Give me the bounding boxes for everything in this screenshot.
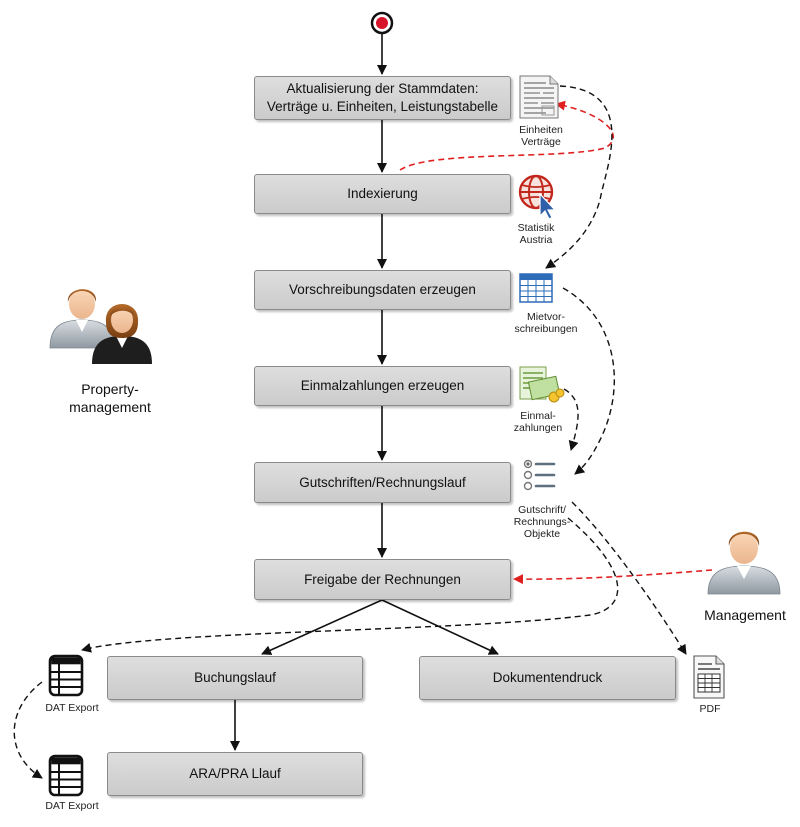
process-label: Einmalzahlungen erzeugen — [300, 378, 465, 393]
artifact-label-dat-export-2: DAT Export — [45, 800, 99, 812]
process-label: Buchungslauf — [194, 670, 276, 685]
artifact-label-mietvor: Mietvor- schreibungen — [514, 311, 578, 335]
contract-document-icon — [519, 75, 559, 119]
spreadsheet-icon — [519, 273, 553, 303]
data-links — [13, 85, 687, 779]
process-indexierung[interactable]: Indexierung — [254, 174, 511, 214]
process-buchungslauf[interactable]: Buchungslauf — [107, 656, 363, 700]
payment-documents-icon — [519, 366, 565, 403]
link-dat-to-dat — [13, 681, 43, 779]
process-gutschriften[interactable]: Gutschriften/Rechnungslauf — [254, 462, 511, 503]
process-label: Indexierung — [347, 186, 418, 201]
artifact-label-einmal: Einmal- zahlungen — [513, 410, 563, 434]
process-dokumentendruck[interactable]: Dokumentendruck — [419, 656, 676, 700]
link-freigabe-to-dat-export — [81, 517, 619, 653]
flow-freigabe-to-buchungslauf — [261, 599, 383, 655]
actor-label-management: Management — [704, 607, 786, 623]
two-persons-icon — [49, 289, 152, 364]
process-ara[interactable]: ARA/PRA Llauf — [107, 752, 363, 796]
actor-label-property-management: Property- management — [69, 381, 151, 415]
process-freigabe[interactable]: Freigabe der Rechnungen — [254, 559, 511, 600]
link-indexierung-to-einheiten — [399, 100, 614, 171]
red-dashed-links — [399, 100, 713, 585]
flow-freigabe-to-dokumentendruck — [381, 599, 499, 655]
artifact-label-pdf: PDF — [699, 703, 721, 715]
artifact-label-statistik: Statistik Austria — [517, 222, 555, 246]
process-label: Vorschreibungsdaten erzeugen — [289, 282, 476, 297]
process-label: Aktualisierung der Stammdaten: Verträge … — [266, 81, 499, 114]
link-mietvor-to-gutschrift — [562, 287, 616, 475]
artifact-label-dat-export-1: DAT Export — [45, 702, 99, 714]
process-label: Freigabe der Rechnungen — [304, 571, 461, 587]
process-vorschreibung[interactable]: Vorschreibungsdaten erzeugen — [254, 270, 511, 310]
pdf-document-icon — [693, 655, 725, 699]
main-flow-arrows — [230, 34, 499, 751]
checklist-icon — [523, 459, 556, 491]
start-node — [370, 11, 394, 35]
person-icon — [707, 531, 781, 595]
artifact-label-gutschrift: Gutschrift/ Rechnungs- Objekte — [513, 504, 571, 540]
process-label: ARA/PRA Llauf — [189, 766, 281, 781]
process-label: Gutschriften/Rechnungslauf — [299, 474, 466, 490]
link-einmal-to-gutschrift — [563, 388, 579, 451]
link-gutschrift-to-pdf — [571, 501, 687, 655]
table-document-icon — [48, 754, 84, 797]
globe-cursor-icon — [518, 174, 557, 220]
artifact-label-einheiten: Einheiten Verträge — [519, 124, 563, 148]
table-document-icon — [48, 654, 84, 697]
process-stammdaten[interactable]: Aktualisierung der Stammdaten: Verträge … — [254, 76, 511, 120]
link-management-to-freigabe — [513, 569, 713, 585]
link-einheiten-to-mietvor — [545, 85, 613, 269]
process-einmalzahlungen[interactable]: Einmalzahlungen erzeugen — [254, 366, 511, 406]
process-label: Dokumentendruck — [492, 670, 603, 685]
